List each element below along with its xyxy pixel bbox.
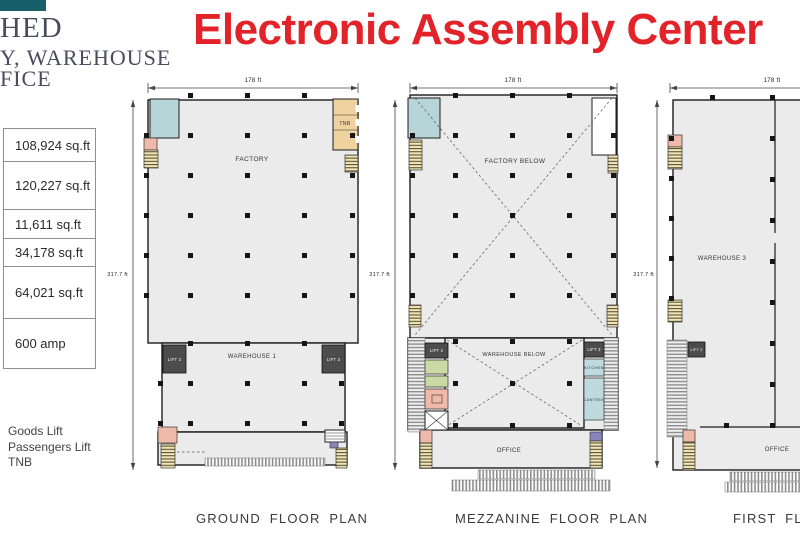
open-void <box>591 97 617 156</box>
ground-floor-caption: GROUND FLOOR PLAN <box>196 511 369 526</box>
table-row: 600 amp <box>4 319 95 369</box>
staircase <box>667 299 683 323</box>
legend-item: Passengers Lift <box>8 439 91 454</box>
lift-left: LIFT 2 <box>424 342 449 359</box>
width-dimension-label: 178 ft <box>764 78 781 84</box>
svg-text:KITCHEN: KITCHEN <box>584 366 603 370</box>
width-dimension-label: 178 ft <box>505 78 522 84</box>
dimension-lines: 178 ft 317.7 ft <box>369 78 618 470</box>
brochure-heading-line-1: HED <box>0 12 63 44</box>
svg-text:WAREHOUSE BELOW: WAREHOUSE BELOW <box>482 352 546 358</box>
factory-void-cross <box>414 97 613 336</box>
staircase <box>143 149 159 169</box>
kitchen-room: KITCHEN <box>583 358 605 377</box>
staircase <box>606 304 619 328</box>
lift-right: LIFT 3 <box>583 341 605 358</box>
svg-text:LIFT 3: LIFT 3 <box>587 347 601 352</box>
dimension-lines: 178 ft 317.7 ft <box>107 78 359 470</box>
specs-table: 108,924 sq.ft 120,227 sq.ft 11,611 sq.ft… <box>3 128 96 369</box>
lift: LIFT 2 <box>687 341 706 358</box>
office-left-stairs <box>419 429 433 469</box>
entrance-ramp <box>477 469 596 480</box>
void-room <box>424 410 449 431</box>
side-staircase <box>666 339 688 438</box>
svg-text:LIFT 2: LIFT 2 <box>430 348 444 353</box>
brand-color-bar <box>0 0 46 11</box>
entrance-ramp <box>451 479 611 492</box>
legend: Goods Lift Passengers Lift TNB <box>8 424 91 471</box>
loading-bay-area <box>407 97 441 139</box>
width-dimension-label: 178 ft <box>245 78 262 84</box>
warehouse-void: WAREHOUSE BELOW <box>444 337 585 429</box>
mezzanine-floor-plan: 178 ft 317.7 ft FACTORY BELOW WAREHOUSE … <box>369 78 619 492</box>
brochure-heading-line-3: FICE <box>0 66 52 91</box>
loading-bay-area <box>149 98 180 139</box>
office-label: OFFICE <box>765 447 789 453</box>
side-staircase <box>407 337 426 433</box>
svg-text:LIFT 2: LIFT 2 <box>168 357 182 362</box>
staircase <box>607 154 619 174</box>
staircase <box>667 146 683 170</box>
canteen-room: CANTEEN <box>584 377 605 421</box>
utility-room <box>424 375 449 388</box>
bottom-left-stairs <box>157 426 178 469</box>
toilet-room <box>143 137 158 151</box>
bottom-left-stairs <box>682 429 696 471</box>
table-row: 120,227 sq.ft <box>4 162 95 210</box>
staircase <box>408 304 422 328</box>
brochure-heading-line-2: Y, WAREHOUSE <box>0 45 172 70</box>
tnb-label: TNB <box>339 121 350 127</box>
factory-label: FACTORY <box>235 156 269 163</box>
bottom-right-stairs <box>324 429 348 469</box>
warehouse3-label: WAREHOUSE 3 <box>698 256 747 262</box>
height-dimension-label: 317.7 ft <box>107 272 128 278</box>
factory-below-label: FACTORY BELOW <box>485 158 546 165</box>
toilet-room <box>424 388 449 410</box>
page-title: Electronic Assembly Center <box>193 5 763 54</box>
height-dimension-label: 317.7 ft <box>369 272 390 278</box>
lift-right: LIFT 3 <box>321 344 346 374</box>
utility-room <box>424 359 449 375</box>
floor-outline <box>672 99 800 471</box>
legend-item: TNB <box>8 455 32 469</box>
svg-text:LIFT 3: LIFT 3 <box>327 357 341 362</box>
svg-text:LIFT 2: LIFT 2 <box>690 348 702 352</box>
first-floor-plan: 178 ft 317.7 ft WAREHOUSE 3 OFFICE LIFT … <box>633 78 800 493</box>
table-row: 108,924 sq.ft <box>4 129 95 162</box>
side-staircase <box>603 337 619 431</box>
legend-item: Goods Lift <box>8 424 63 438</box>
office-right-stairs <box>589 431 603 469</box>
table-row: 34,178 sq.ft <box>4 239 95 267</box>
lift-left: LIFT 2 <box>162 344 187 374</box>
mezzanine-floor-caption: MEZZANINE FLOOR PLAN <box>455 511 649 526</box>
entrance-ramp <box>729 471 800 482</box>
entrance-ramp <box>204 457 326 467</box>
table-row: 64,021 sq.ft <box>4 267 95 319</box>
tnb-room: TNB <box>332 98 361 151</box>
staircase <box>408 139 423 171</box>
warehouse-label: WAREHOUSE 1 <box>228 354 277 360</box>
table-row: 11,611 sq.ft <box>4 210 95 239</box>
dimension-lines: 178 ft 317.7 ft <box>633 78 800 468</box>
staircase <box>344 154 359 173</box>
entrance-ramp <box>724 481 800 493</box>
floor-outline <box>147 99 359 466</box>
ground-floor-plan: 178 ft 317.7 ft TNB FACTORY LIFT 2 <box>107 78 361 470</box>
height-dimension-label: 317.7 ft <box>633 272 654 278</box>
office-label: OFFICE <box>497 448 521 454</box>
svg-text:CANTEEN: CANTEEN <box>584 398 605 402</box>
first-floor-caption: FIRST FLOOR PLAN <box>733 511 800 526</box>
